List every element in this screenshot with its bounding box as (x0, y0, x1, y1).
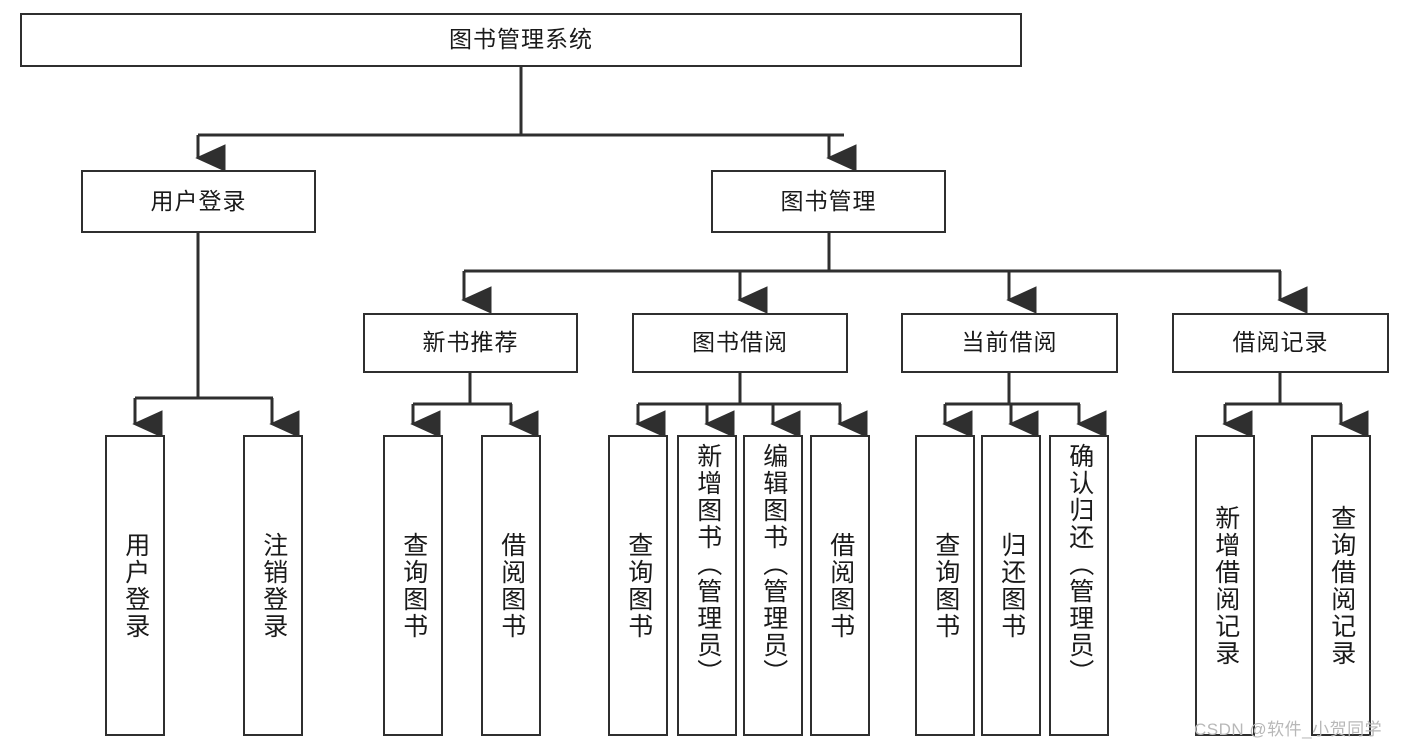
leaf-br-query-record-label: 查询借阅记录 (1327, 504, 1356, 667)
leaf-bb-borrow-book[interactable]: 借阅图书 (810, 435, 870, 736)
node-book-manage[interactable]: 图书管理 (711, 170, 946, 233)
leaf-bb-add-book[interactable]: 新增图书（管理员） (677, 435, 737, 736)
leaf-bb-edit-book[interactable]: 编辑图书（管理员） (743, 435, 803, 736)
leaf-cb-return-book[interactable]: 归还图书 (981, 435, 1041, 736)
node-borrow-record-label: 借阅记录 (1232, 329, 1329, 356)
node-borrow-record[interactable]: 借阅记录 (1172, 313, 1389, 373)
leaf-bb-query-book[interactable]: 查询图书 (608, 435, 668, 736)
leaf-nb-borrow-book-label: 借阅图书 (497, 531, 526, 640)
leaf-logout-label: 注销登录 (259, 531, 288, 640)
node-root[interactable]: 图书管理系统 (20, 13, 1022, 67)
leaf-br-add-record[interactable]: 新增借阅记录 (1195, 435, 1255, 736)
leaf-cb-confirm-return-label: 确认归还（管理员） (1065, 443, 1094, 686)
leaf-bb-add-book-label: 新增图书（管理员） (693, 443, 722, 686)
leaf-nb-query-book-label: 查询图书 (399, 531, 428, 640)
leaf-cb-query-book-label: 查询图书 (931, 531, 960, 640)
leaf-user-login-label: 用户登录 (121, 531, 150, 640)
node-book-borrow[interactable]: 图书借阅 (632, 313, 848, 373)
leaf-cb-return-book-label: 归还图书 (997, 531, 1026, 640)
node-new-book-recommend-label: 新书推荐 (422, 329, 519, 356)
leaf-logout[interactable]: 注销登录 (243, 435, 303, 736)
node-book-borrow-label: 图书借阅 (692, 329, 788, 356)
leaf-bb-edit-book-label: 编辑图书（管理员） (759, 443, 788, 686)
node-current-borrow[interactable]: 当前借阅 (901, 313, 1118, 373)
leaf-user-login[interactable]: 用户登录 (105, 435, 165, 736)
leaf-bb-query-book-label: 查询图书 (624, 531, 653, 640)
node-user-login[interactable]: 用户登录 (81, 170, 316, 233)
leaf-cb-query-book[interactable]: 查询图书 (915, 435, 975, 736)
leaf-nb-borrow-book[interactable]: 借阅图书 (481, 435, 541, 736)
leaf-br-add-record-label: 新增借阅记录 (1211, 504, 1240, 667)
node-new-book-recommend[interactable]: 新书推荐 (363, 313, 578, 373)
leaf-cb-confirm-return[interactable]: 确认归还（管理员） (1049, 435, 1109, 736)
leaf-bb-borrow-book-label: 借阅图书 (826, 531, 855, 640)
node-user-login-label: 用户登录 (150, 187, 247, 214)
node-root-label: 图书管理系统 (449, 26, 593, 53)
leaf-br-query-record[interactable]: 查询借阅记录 (1311, 435, 1371, 736)
node-book-manage-label: 图书管理 (780, 187, 877, 214)
leaf-nb-query-book[interactable]: 查询图书 (383, 435, 443, 736)
node-current-borrow-label: 当前借阅 (961, 329, 1058, 356)
